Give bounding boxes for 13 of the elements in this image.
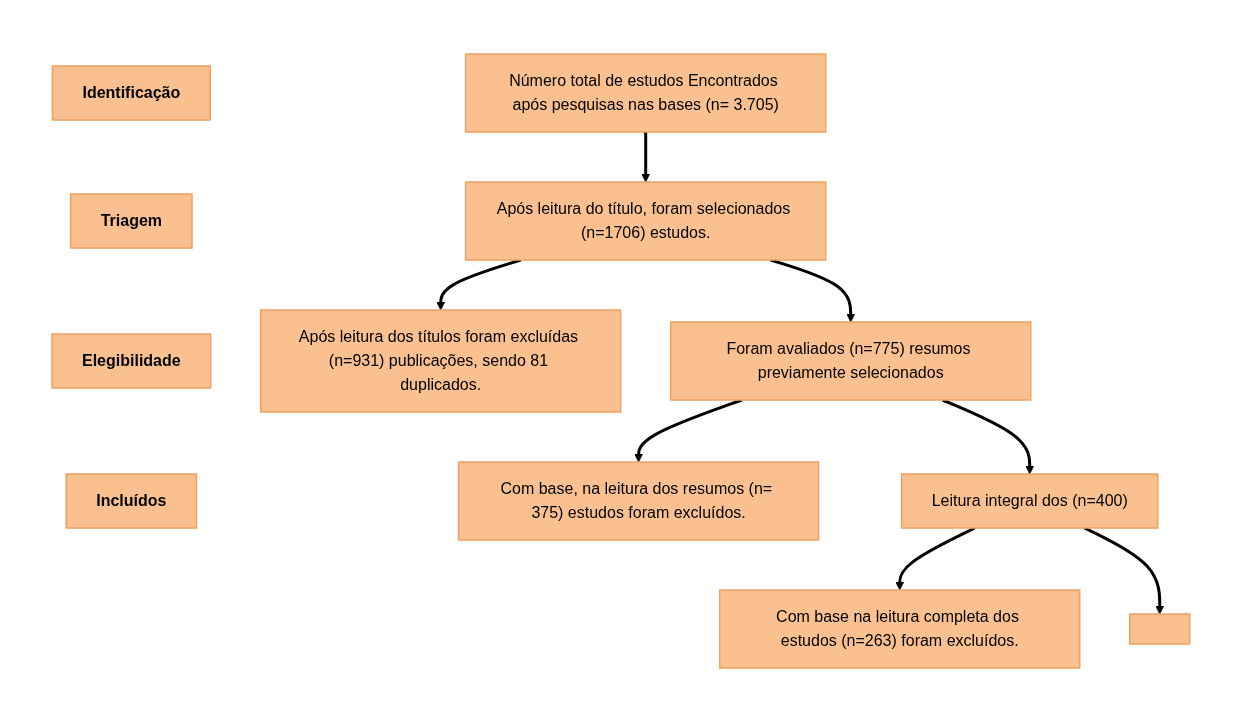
node-box [1129, 613, 1191, 645]
node-box: Após leitura dos títulos foram excluídas (n=931) publicações, sendo 81 duplicados. [260, 309, 622, 413]
node-box: Identificação [51, 65, 212, 121]
node-box: Triagem [70, 193, 193, 249]
node-box: Leitura integral dos (n=400) [901, 473, 1159, 529]
arrow [641, 132, 651, 183]
node-box: Número total de estudos Encontrados após pesquisas nas bases (n= 3.705) [465, 53, 827, 133]
node-box: Com base, na leitura dos resumos (n= 375) estudos foram excluídos. [457, 461, 820, 541]
node-box: Incluídos [65, 473, 198, 529]
node-box: Foram avaliados (n=775) resumos previamente selecionados [670, 321, 1032, 401]
node-box: Com base na leitura completa dos estudos (n=263) foram excluídos. [719, 589, 1081, 669]
node-box: Após leitura do título, foram selecionados (n=1706) estudos. [465, 181, 827, 261]
node-box: Elegibilidade [51, 333, 212, 389]
